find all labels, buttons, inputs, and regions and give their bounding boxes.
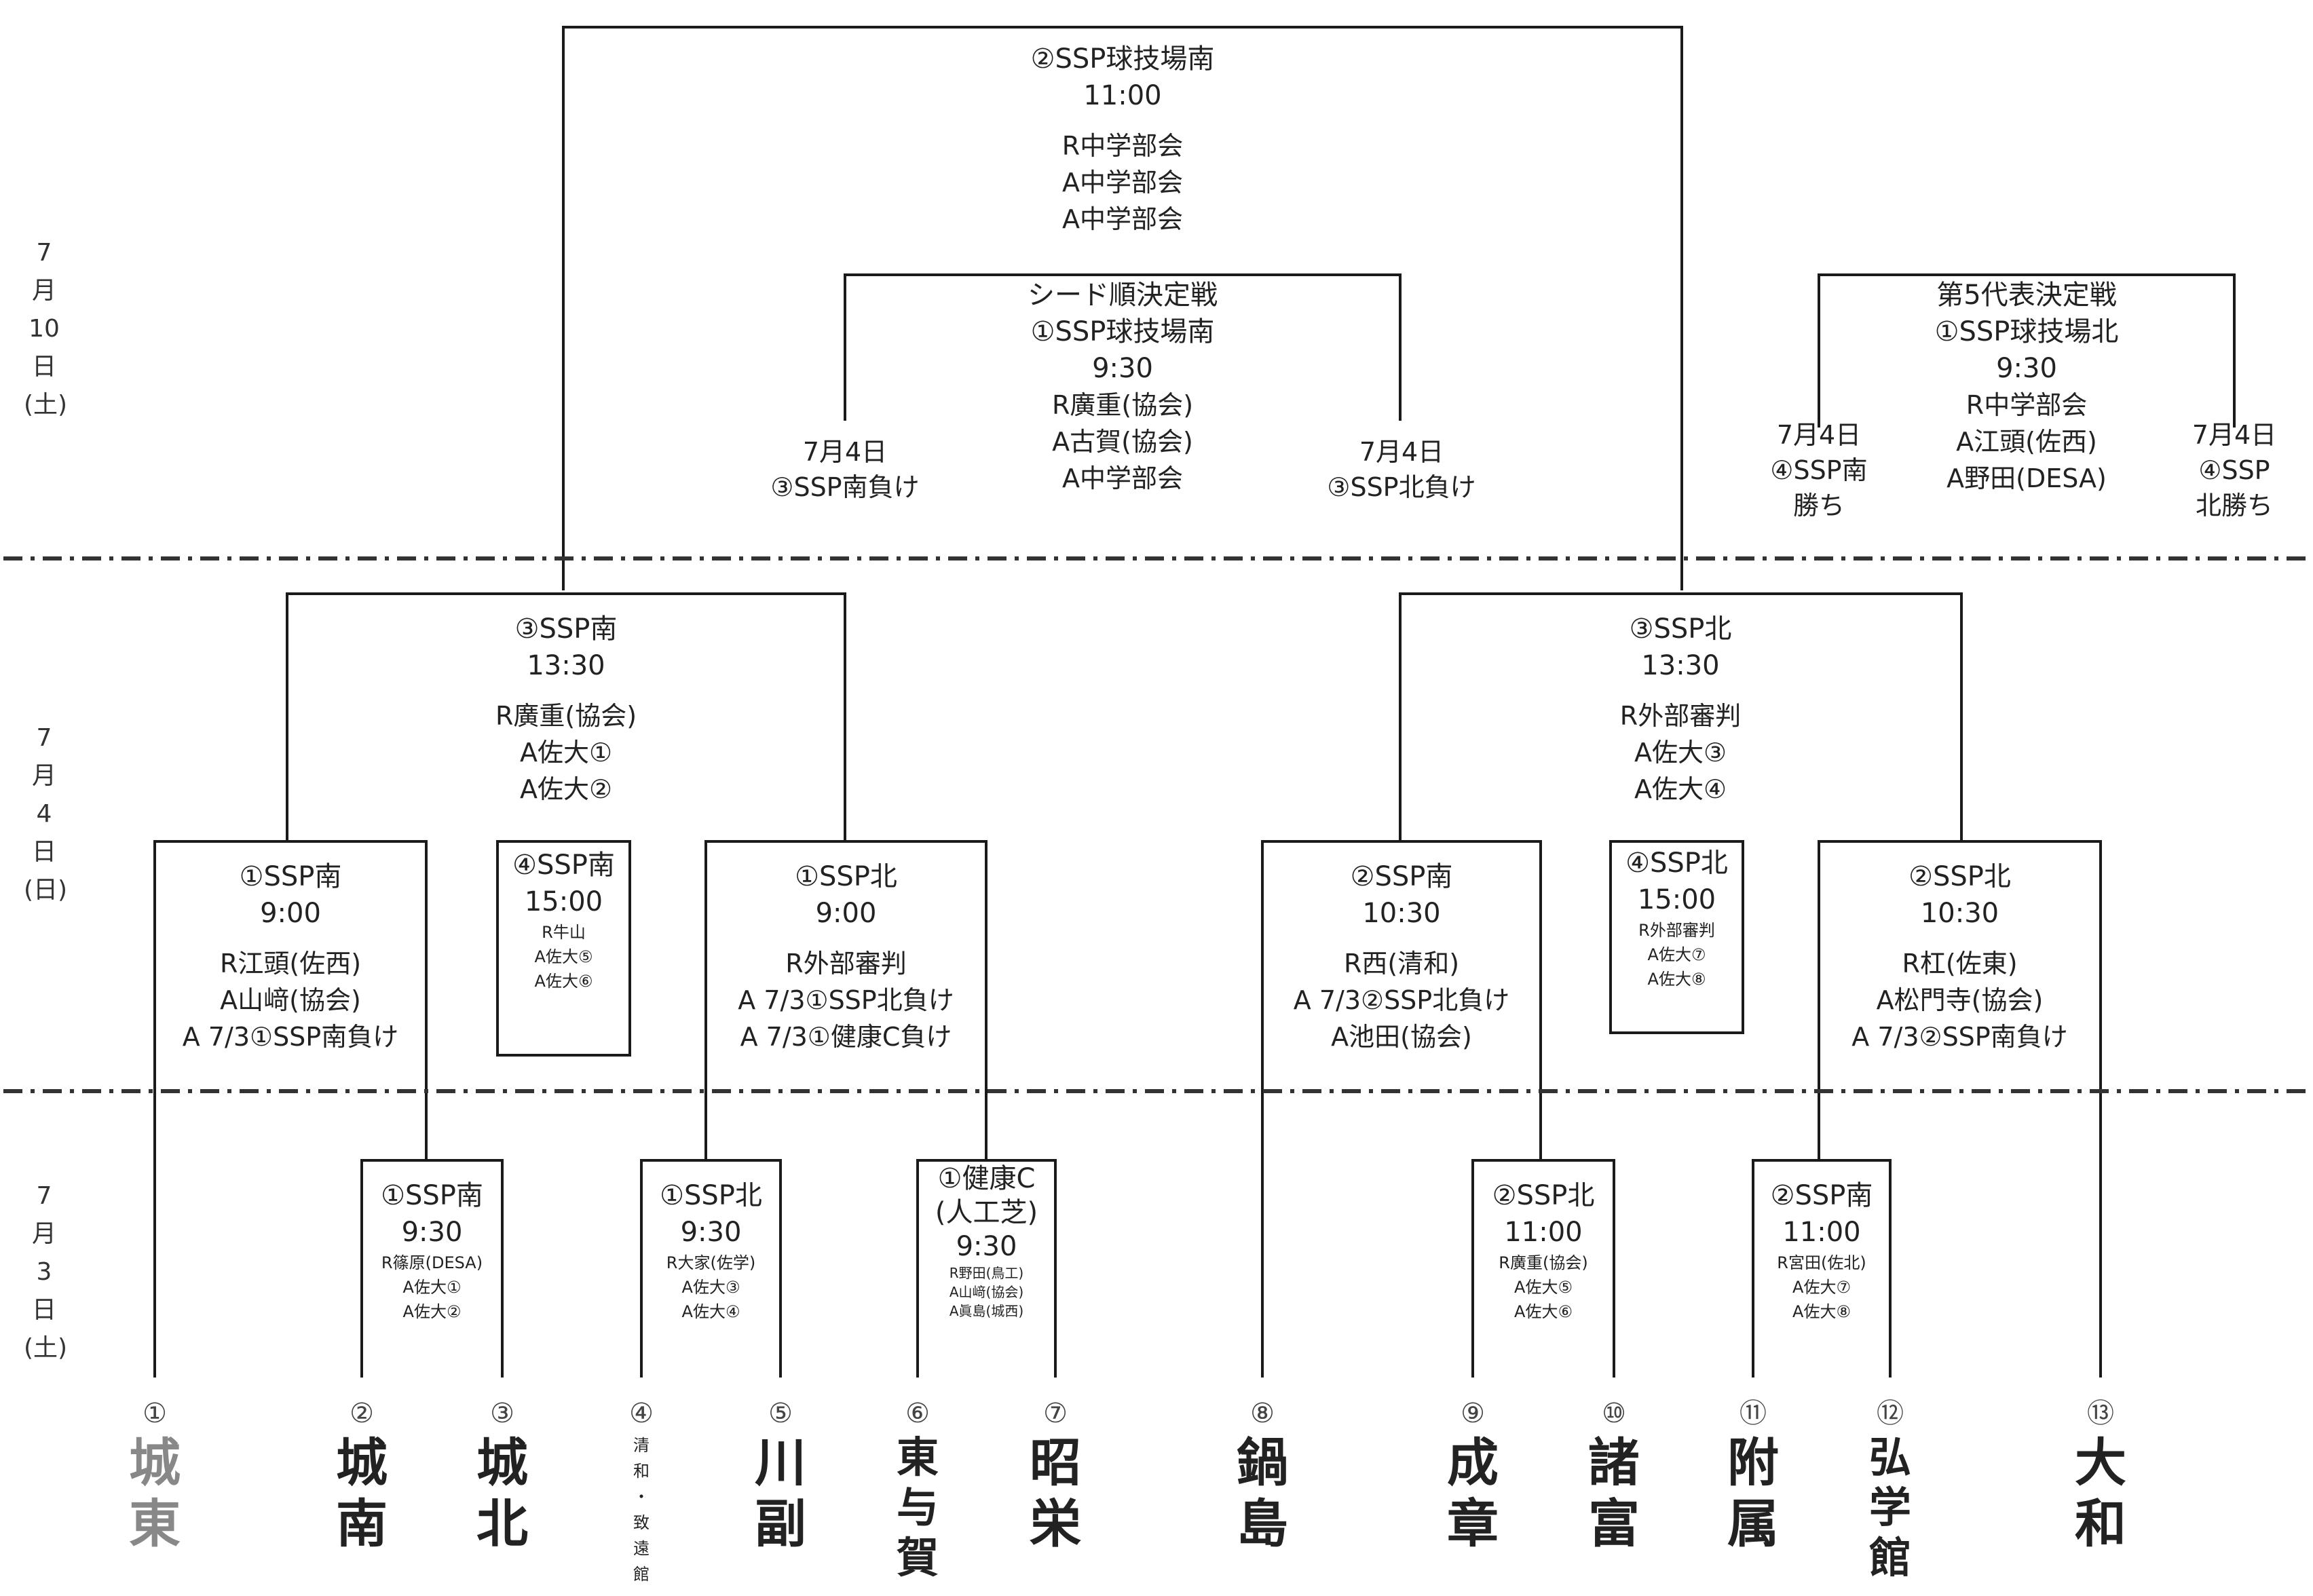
qf4-bracket-line [1818, 840, 2102, 1378]
r1-match4-line [1471, 1159, 1615, 1378]
fifth-match-time: 9:30 [1996, 353, 2057, 384]
seed-match-title: シード順決定戦 [1028, 280, 1218, 311]
team-6: ⑥ 東 与 賀 [896, 1398, 939, 1582]
fifth-match-ref: A江頭(佐西) [1956, 427, 2097, 457]
team-7: ⑦ 昭 栄 [1030, 1398, 1081, 1554]
qf2-bracket-line [704, 840, 988, 1160]
final-ref: A中学部会 [1062, 204, 1183, 234]
qf3-info: ②SSP南 10:30 R西(清和) A 7/3②SSP北負け A池田(協会) [1293, 861, 1510, 1052]
semi-right-bracket-line [1399, 592, 1963, 841]
team-8: ⑧ 鍋 島 [1237, 1398, 1288, 1554]
seed-bracket-line [844, 273, 1402, 421]
seed-match-ref: A古賀(協会) [1052, 427, 1193, 457]
consolation-right-info: ④SSP北 15:00 R外部審判 A佐大⑦ A佐大⑧ [1625, 848, 1728, 989]
r1-match3-line [916, 1159, 1057, 1378]
qf3-bracket-line [1261, 840, 1542, 1378]
consolation-left-box [496, 840, 631, 1057]
fifth-match-info: 第5代表決定戦 ①SSP球技場北 9:30 R中学部会 A江頭(佐西) A野田(… [1857, 277, 2196, 497]
r1-match1-line [360, 1159, 504, 1378]
team-10: ⑩ 諸 富 [1588, 1398, 1640, 1554]
semi-left-info: ③SSP南 13:30 R廣重(協会) A佐大① A佐大② [495, 613, 637, 804]
seed-match-time: 9:30 [1092, 353, 1153, 384]
r1-match5-info: ②SSP南 11:00 R宮田(佐北) A佐大⑦ A佐大⑧ [1770, 1180, 1873, 1321]
fifth-match-ref: A野田(DESA) [1947, 463, 2107, 493]
team-13: ⑬ 大 和 [2075, 1398, 2126, 1554]
consolation-left-info: ④SSP南 15:00 R牛山 A佐大⑤ A佐大⑥ [512, 850, 615, 991]
semi-left-bracket-line [286, 592, 846, 841]
final-info: ②SSP球技場南 11:00 R中学部会 A中学部会 A中学部会 [919, 41, 1326, 238]
team-9: ⑨ 成 章 [1447, 1398, 1499, 1554]
semi-right-info: ③SSP北 13:30 R外部審判 A佐大③ A佐大④ [1619, 613, 1742, 804]
r1-match1-info: ①SSP南 9:30 R篠原(DESA) A佐大① A佐大② [381, 1180, 483, 1321]
team-11: ⑪ 附 属 [1727, 1398, 1779, 1554]
team-12: ⑫ 弘 学 館 [1868, 1398, 1911, 1582]
final-venue: ②SSP球技場南 [1030, 43, 1215, 75]
final-bracket-line [562, 26, 1683, 590]
final-ref: R中学部会 [1061, 131, 1184, 161]
qf1-bracket-line [153, 840, 428, 1378]
qf2-info: ①SSP北 9:00 R外部審判 A 7/3①SSP北負け A 7/3①健康C負… [738, 861, 954, 1052]
team-3: ③ 城 北 [476, 1398, 528, 1554]
final-ref: A中学部会 [1062, 168, 1183, 197]
seed-match-venue: ①SSP球技場南 [1030, 316, 1215, 347]
team-5: ⑤ 川 副 [755, 1398, 806, 1554]
fifth-match-title: 第5代表決定戦 [1936, 280, 2117, 311]
seed-match-ref: A中学部会 [1062, 463, 1183, 493]
fifth-match-ref: R中学部会 [1966, 390, 2088, 420]
seed-match-ref: R廣重(協会) [1051, 390, 1194, 420]
r1-match4-info: ②SSP北 11:00 R廣重(協会) A佐大⑤ A佐大⑥ [1492, 1180, 1595, 1321]
team-2: ② 城 南 [336, 1398, 388, 1554]
r1-match2-info: ①SSP北 9:30 R大家(佐学) A佐大③ A佐大④ [660, 1180, 762, 1321]
fifth-match-venue: ①SSP球技場北 [1934, 316, 2119, 347]
qf4-info: ②SSP北 10:30 R杠(佐東) A松門寺(協会) A 7/3②SSP南負け [1851, 861, 2068, 1052]
r1-match5-line [1752, 1159, 1892, 1378]
seed-match-info: シード順決定戦 ①SSP球技場南 9:30 R廣重(協会) A古賀(協会) A中… [919, 277, 1326, 497]
r1-match3-info: ①健康C (人工芝) 9:30 R野田(鳥工) A山﨑(協会) A眞島(城西) [935, 1163, 1038, 1319]
r1-match2-line [640, 1159, 782, 1378]
qf1-info: ①SSP南 9:00 R江頭(佐西) A山﨑(協会) A 7/3①SSP南負け [182, 861, 399, 1052]
consolation-right-box [1609, 840, 1744, 1034]
team-1: ① 城 東 [129, 1398, 181, 1554]
team-4: ④ 清 和 ・ 致 遠 館 [629, 1398, 654, 1584]
final-time: 11:00 [1083, 80, 1162, 111]
fifth-bracket-line [1818, 273, 2236, 428]
